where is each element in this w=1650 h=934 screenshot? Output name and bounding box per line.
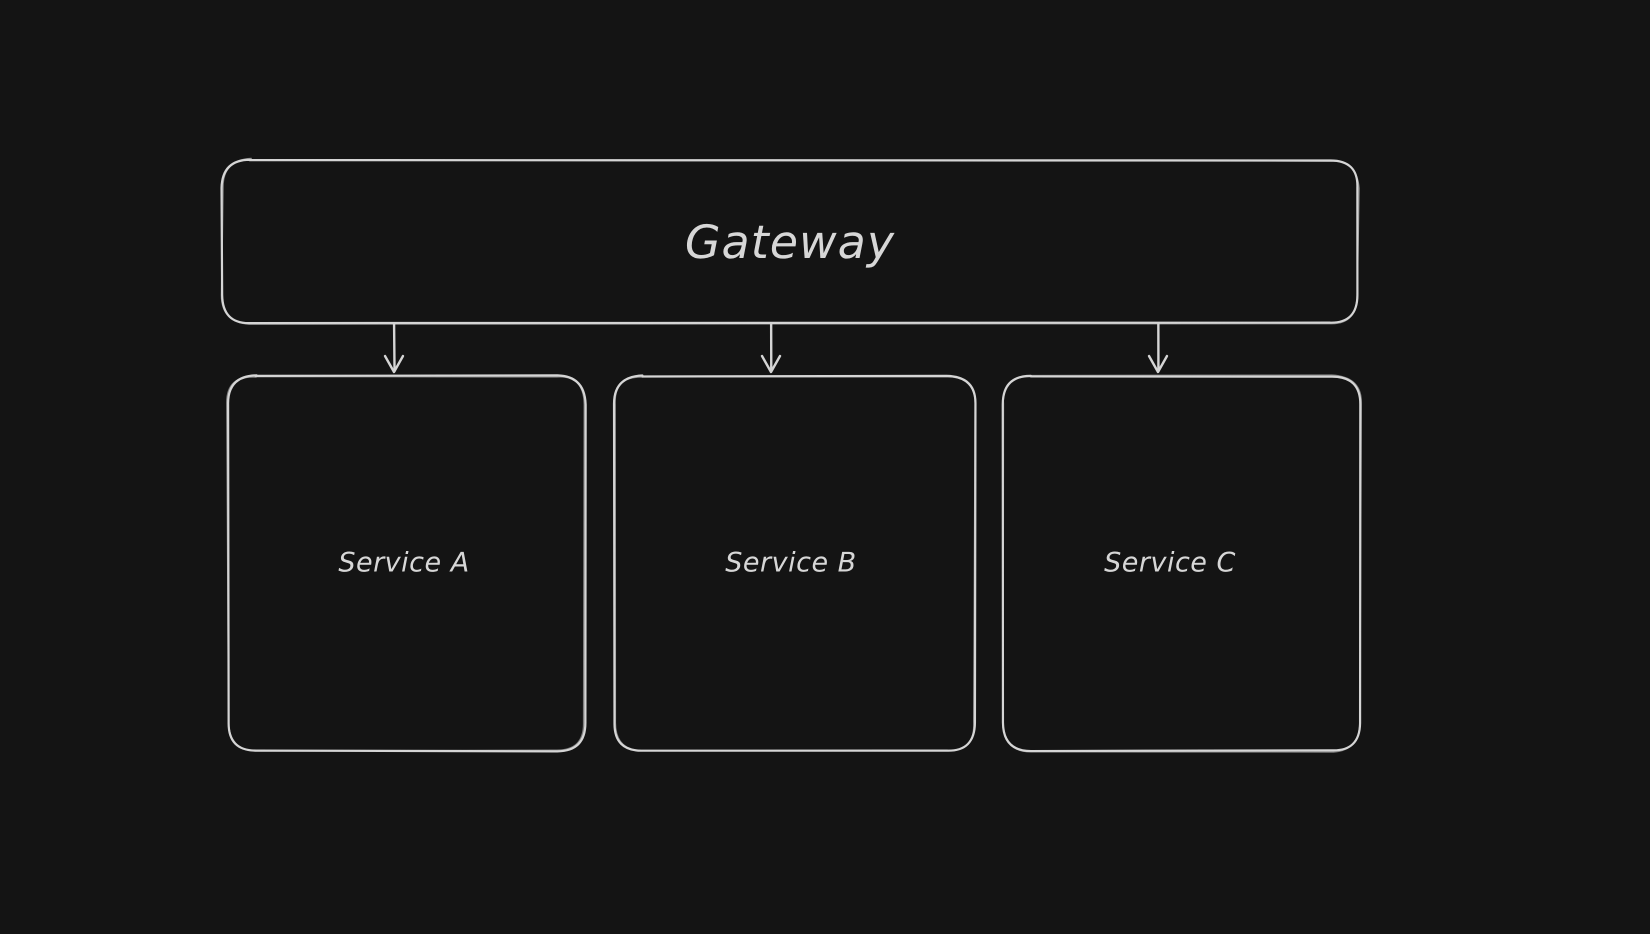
node-service-c[interactable] [1003,376,1360,751]
node-gateway[interactable] [222,160,1358,323]
node-shape-service-b [614,375,976,752]
edge-gateway-service-b-arrowhead [760,354,782,374]
node-service-a[interactable] [228,376,585,751]
edge-gateway-service-a-arrowhead [383,354,405,374]
node-service-b[interactable] [614,376,975,751]
edge-gateway-service-c-arrowhead [1147,354,1169,374]
node-shape-service-a [226,375,586,752]
node-shape-service-c [1002,374,1363,753]
node-shape-gateway [220,157,1360,325]
